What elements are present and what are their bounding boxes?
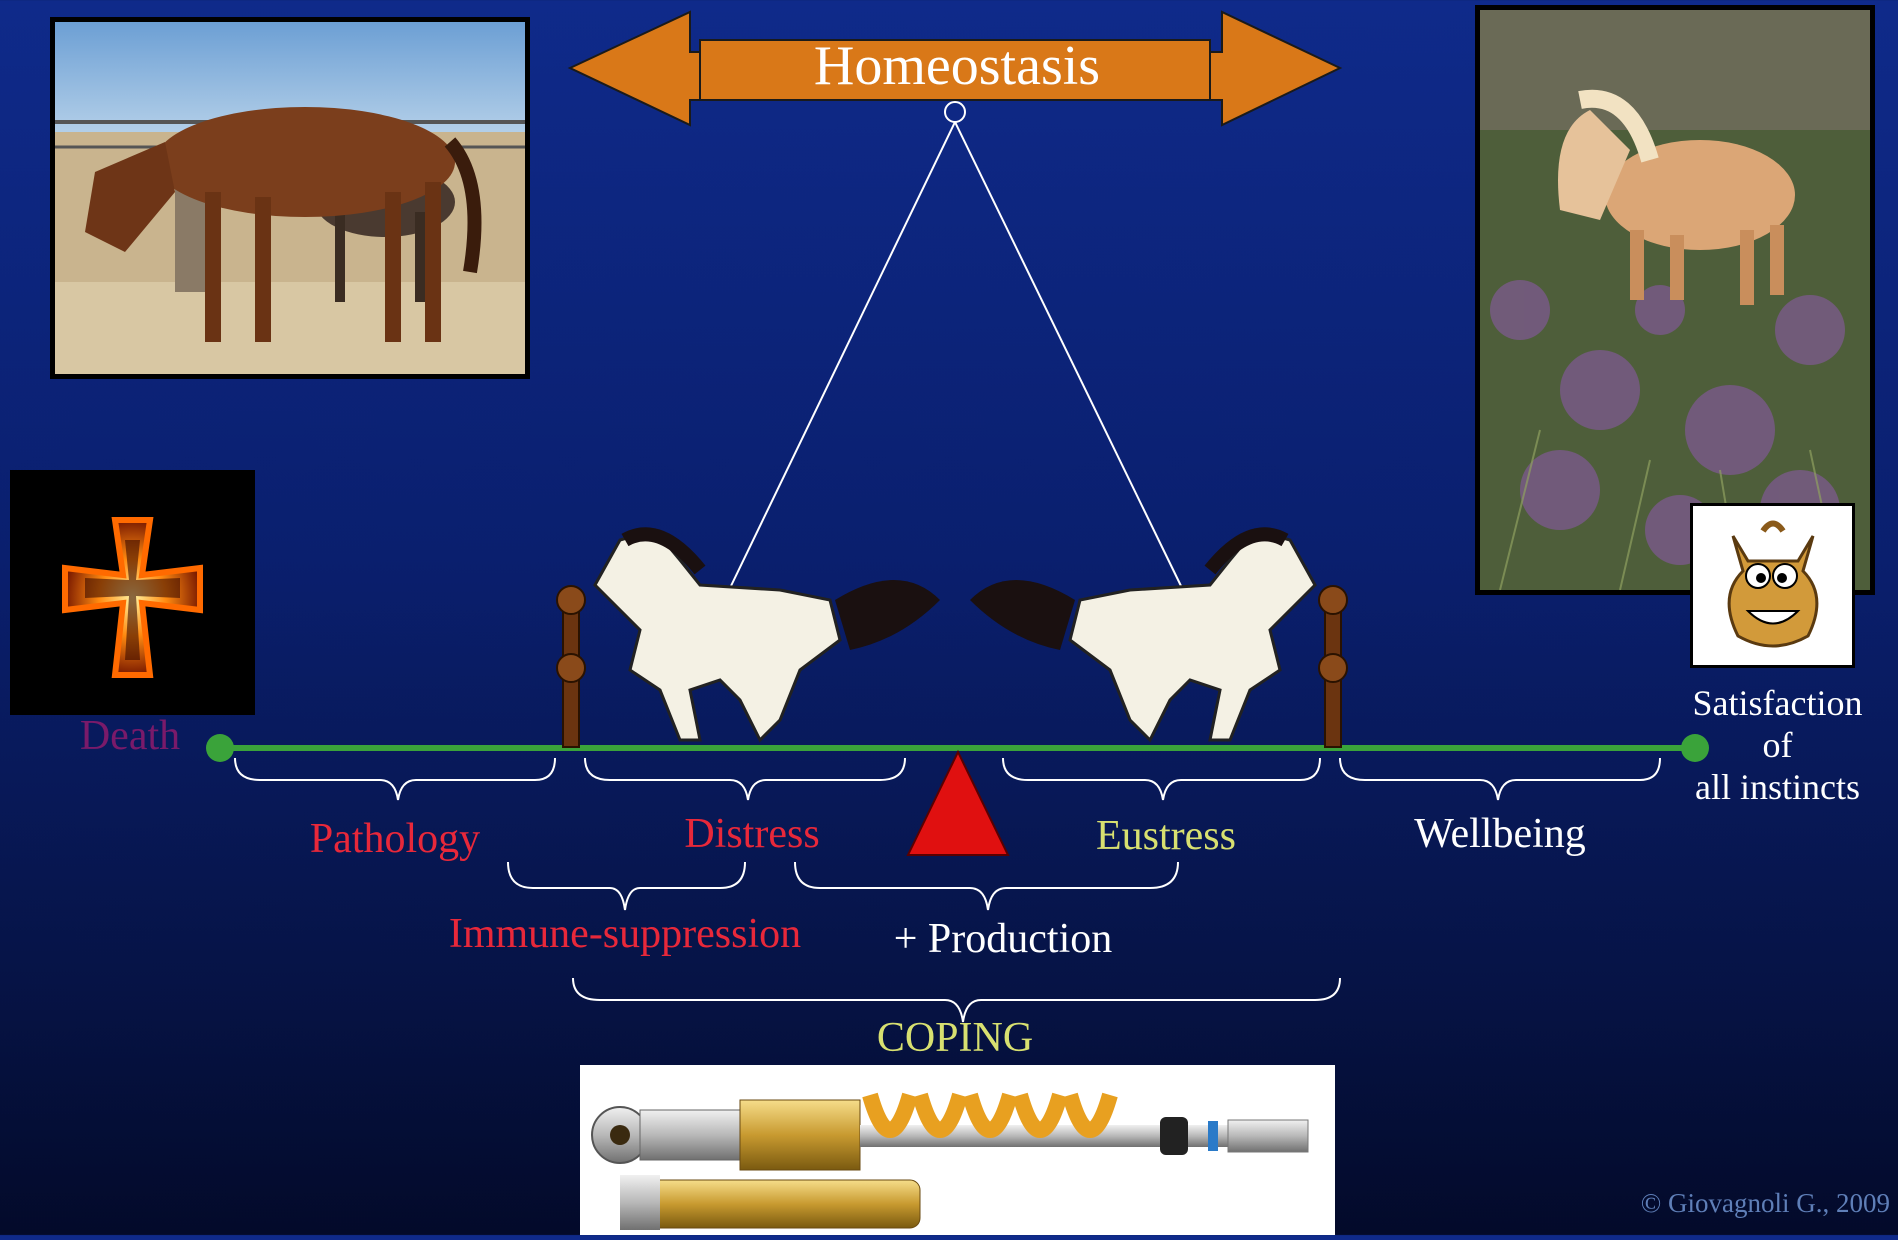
left-string — [730, 122, 955, 588]
left-post — [557, 586, 585, 747]
wellbeing-label: Wellbeing — [1414, 810, 1586, 858]
production-label: + Production — [894, 915, 1113, 963]
satisfaction-line-2: of — [1675, 724, 1880, 766]
brace-distress — [585, 758, 905, 800]
shock-absorber-image — [580, 1065, 1335, 1235]
eustress-label: Eustress — [1096, 812, 1236, 860]
coping-label: COPING — [877, 1014, 1033, 1062]
brace-production — [795, 862, 1178, 910]
brace-wellbeing — [1340, 758, 1660, 800]
immune-suppression-label: Immune-suppression — [449, 910, 801, 958]
pathology-label: Pathology — [310, 815, 480, 863]
homeostasis-title: Homeostasis — [814, 34, 1100, 98]
running-horse-right — [970, 530, 1315, 740]
death-endpoint — [206, 734, 234, 762]
satisfaction-line-1: Satisfaction — [1675, 682, 1880, 724]
pivot-ring — [945, 102, 965, 122]
satisfaction-label: Satisfaction of all instincts — [1675, 682, 1880, 808]
right-string — [955, 122, 1182, 588]
copyright-text: © Giovagnoli G., 2009 — [1641, 1188, 1890, 1219]
brace-pathology — [235, 758, 555, 800]
right-post — [1319, 586, 1347, 747]
distress-label: Distress — [684, 810, 819, 858]
brace-immune — [508, 862, 745, 910]
brace-eustress — [1003, 758, 1320, 800]
fulcrum-triangle — [908, 752, 1008, 855]
death-label: Death — [80, 712, 180, 760]
running-horse-left — [595, 530, 940, 740]
satisfaction-line-3: all instincts — [1675, 766, 1880, 808]
